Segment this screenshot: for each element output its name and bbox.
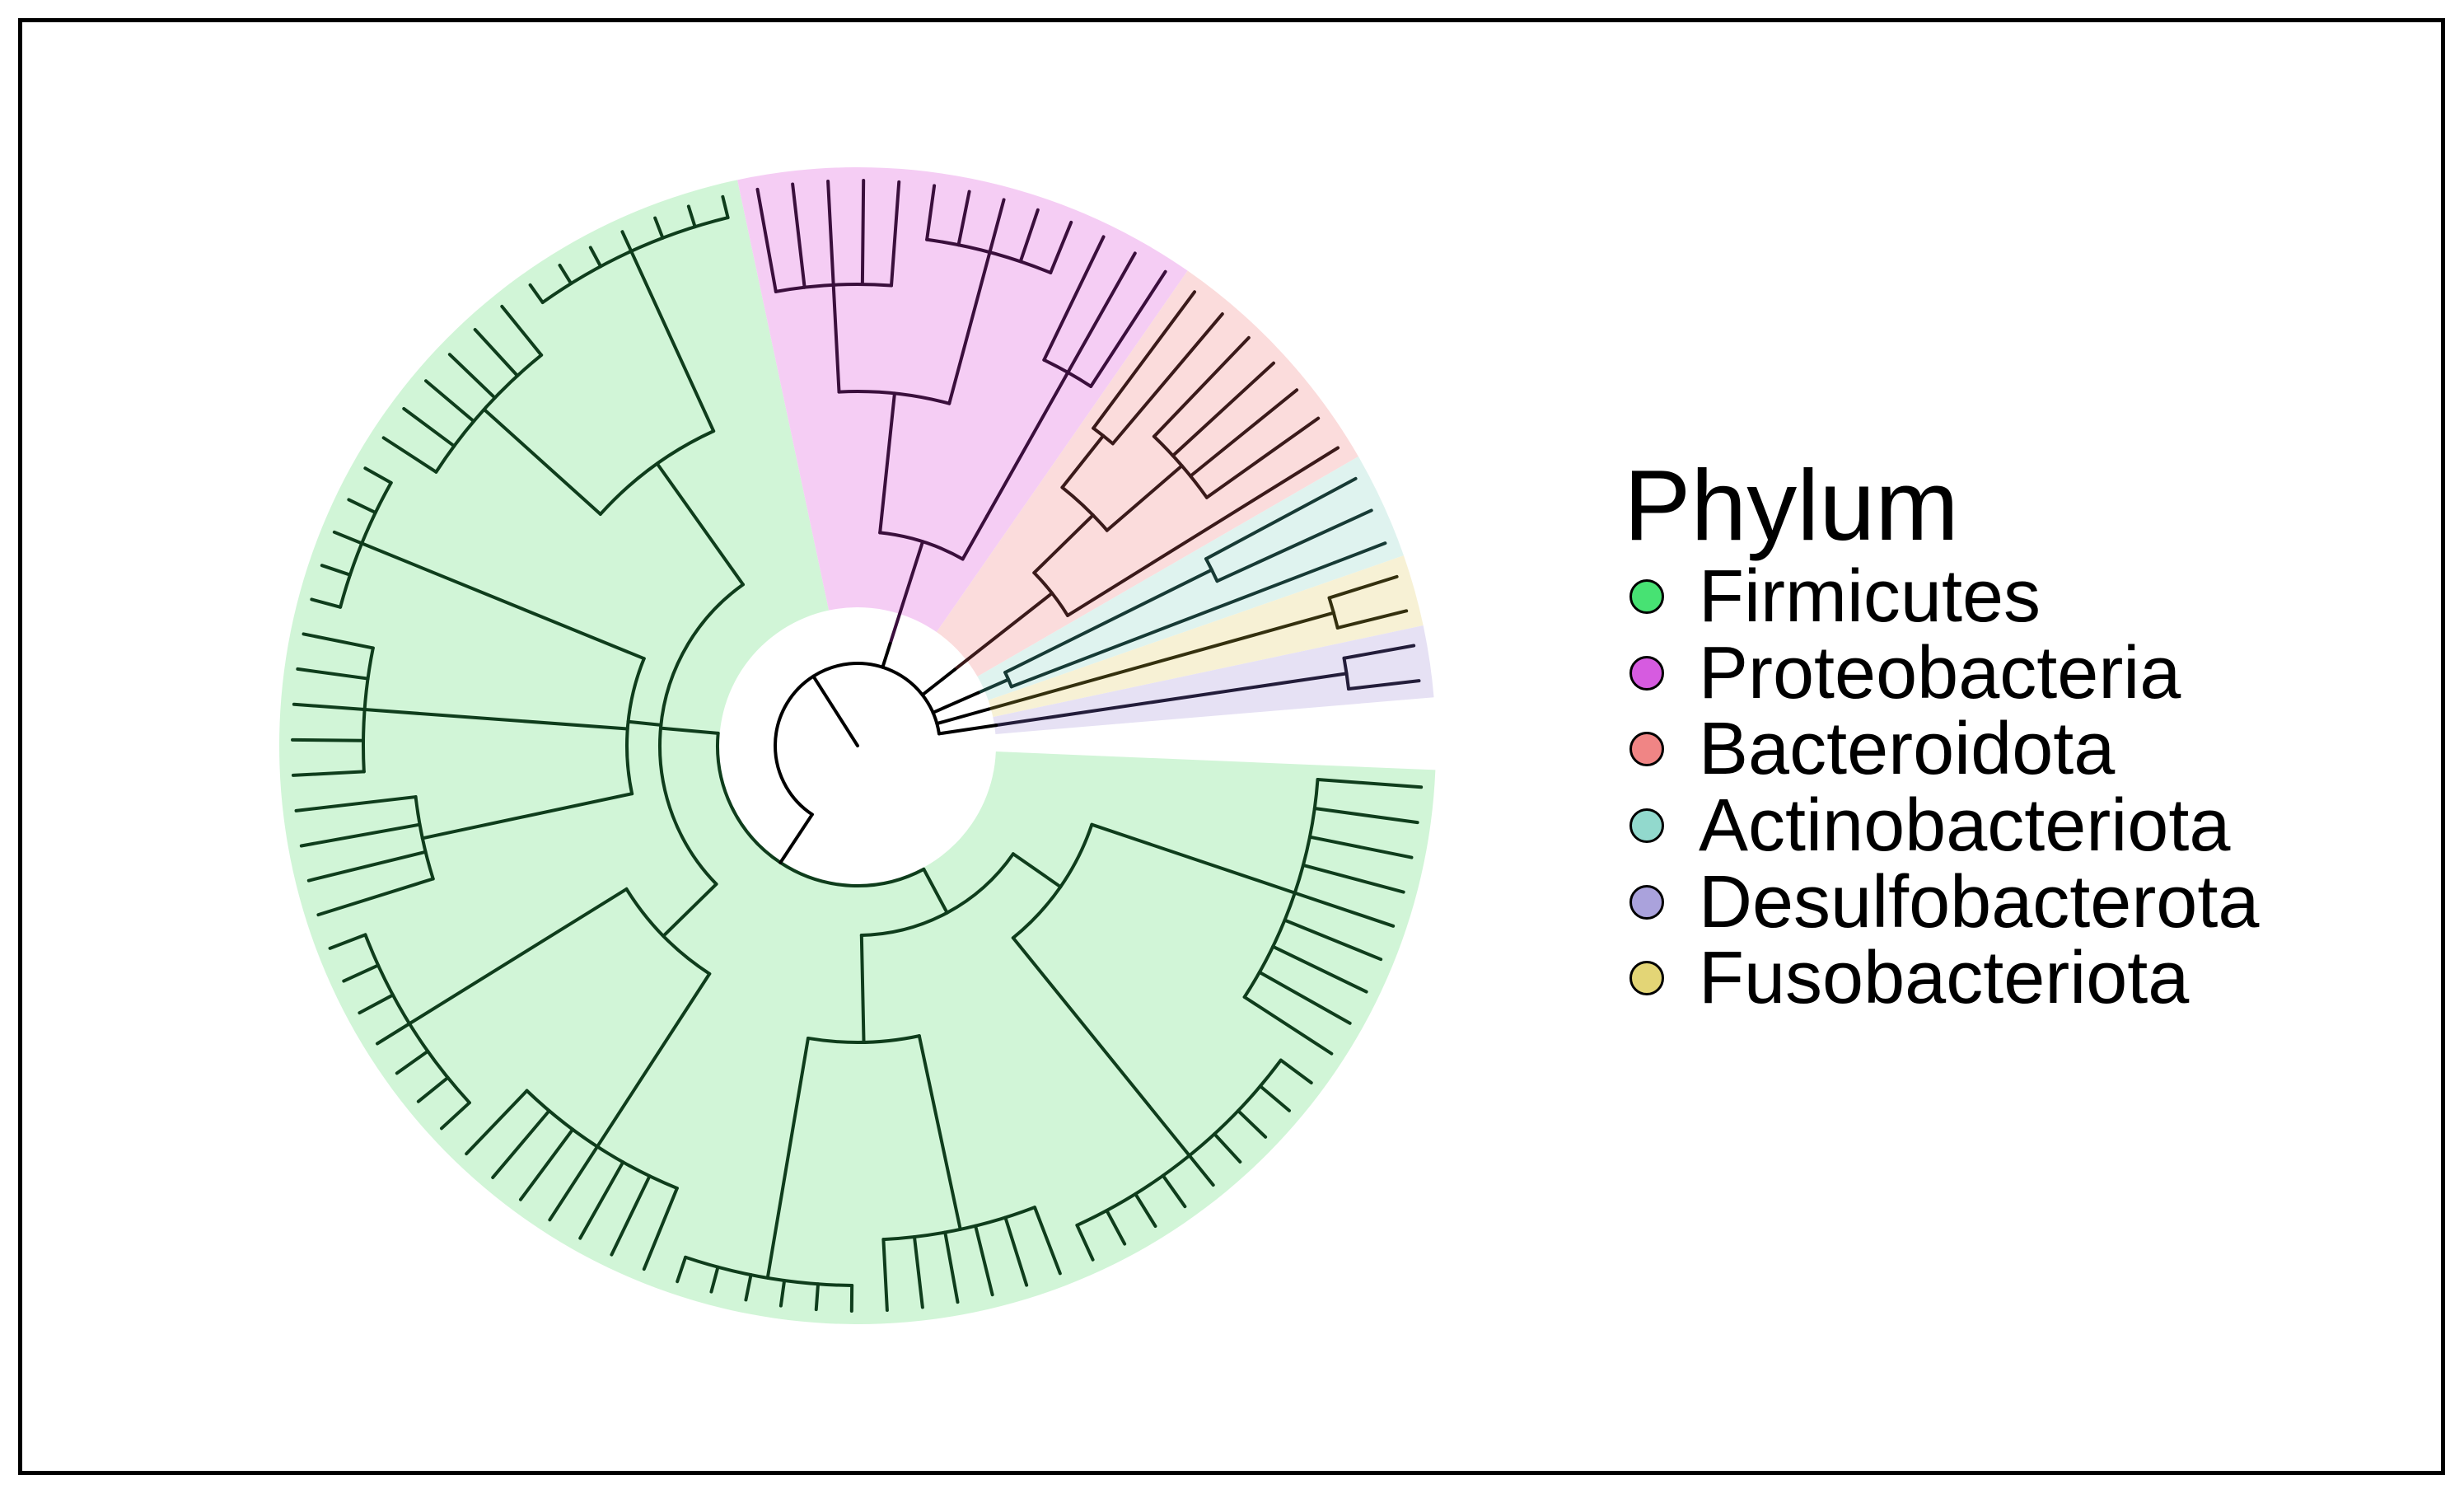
legend-title: Phylum	[1624, 449, 1959, 561]
legend-item-firmicutes: Firmicutes	[1627, 559, 2259, 635]
legend-key-circle-icon	[1629, 884, 1664, 920]
legend-key-circle-icon	[1629, 655, 1664, 691]
phylum-wedge	[279, 180, 1436, 1325]
legend-item-bacteroidota: Bacteroidota	[1627, 711, 2259, 788]
legend-items: Firmicutes Proteobacteria Bacteroidota A…	[1627, 559, 2259, 1017]
legend-label: Actinobacteriota	[1699, 784, 2231, 868]
phylum-wedge	[993, 625, 1434, 734]
phylum-wedge	[977, 457, 1404, 700]
legend-label: Firmicutes	[1699, 555, 2041, 639]
legend-key-circle-icon	[1629, 732, 1664, 767]
legend-item-fusobacteriota: Fusobacteriota	[1627, 940, 2259, 1017]
legend-item-proteobacteria: Proteobacteria	[1627, 635, 2259, 712]
legend-label: Fusobacteriota	[1699, 937, 2190, 1020]
phylum-wedge	[988, 555, 1424, 718]
plot-border	[18, 18, 2445, 1475]
legend-item-desulfobacterota: Desulfobacterota	[1627, 864, 2259, 940]
legend-key-circle-icon	[1629, 808, 1664, 844]
legend-key-circle-icon	[1629, 961, 1664, 996]
legend-item-actinobacteriota: Actinobacteriota	[1627, 788, 2259, 864]
phylum-wedge	[936, 270, 1358, 677]
phylum-background-wedges	[279, 167, 1436, 1325]
tree-branches	[291, 179, 1424, 1313]
legend-label: Proteobacteria	[1699, 631, 2181, 714]
legend-label: Bacteroidota	[1699, 708, 2116, 791]
legend-key-circle-icon	[1629, 579, 1664, 615]
legend-label: Desulfobacterota	[1699, 860, 2260, 944]
legend: Phylum Firmicutes Proteobacteria Bactero…	[1624, 449, 2259, 1017]
